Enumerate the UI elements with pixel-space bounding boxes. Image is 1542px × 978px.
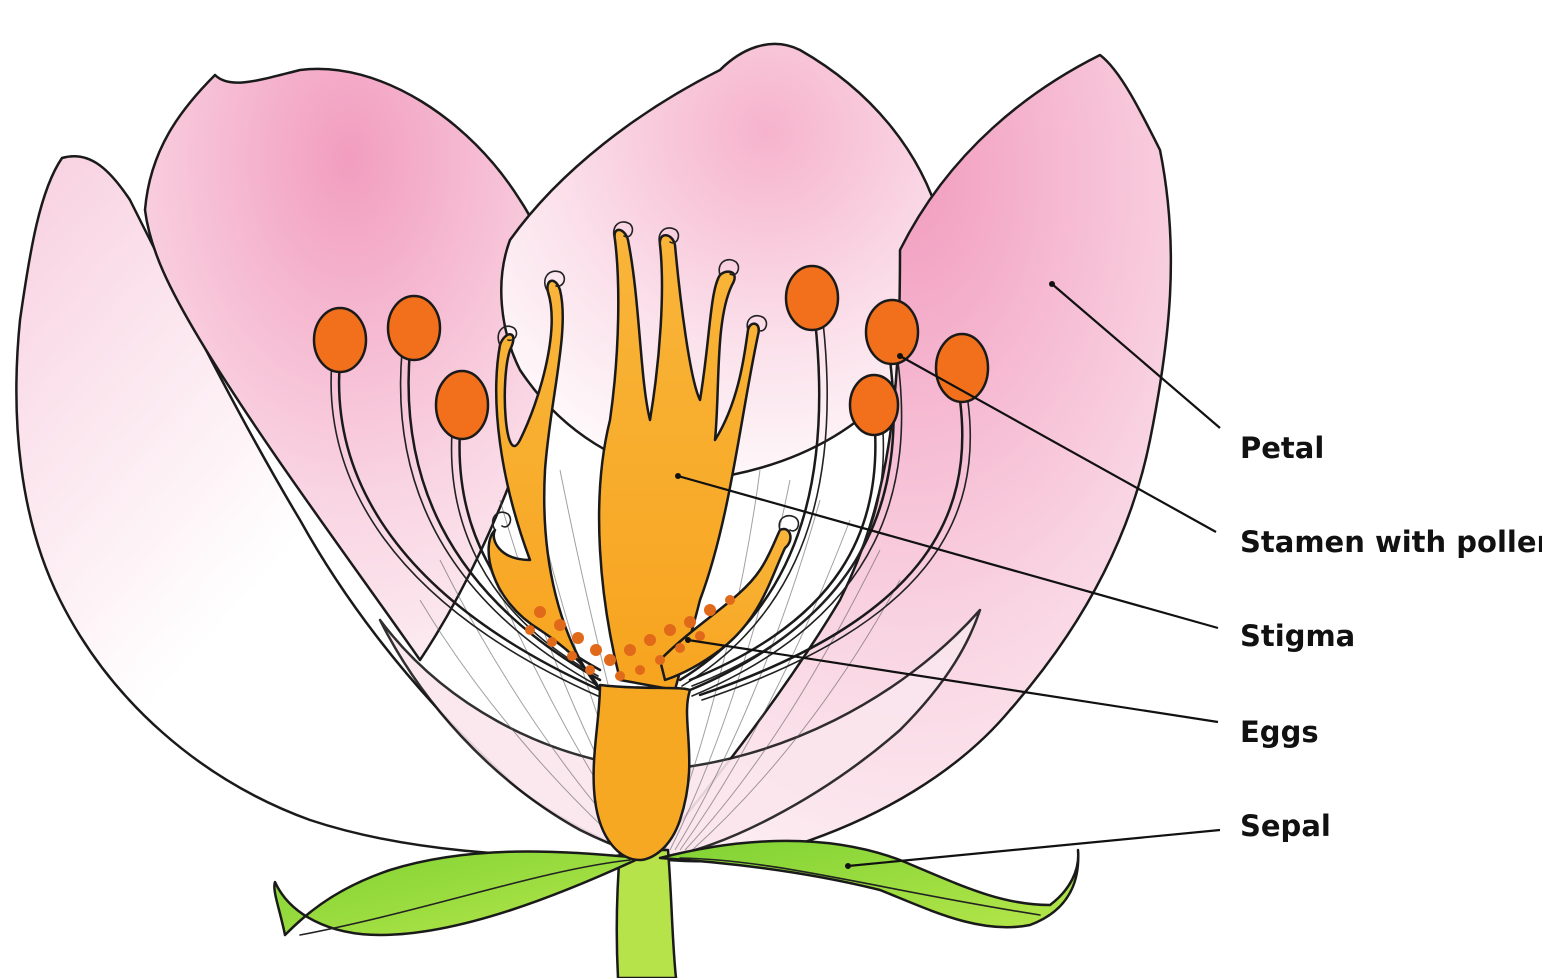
label-petal: Petal	[1240, 431, 1324, 465]
anther	[934, 332, 990, 404]
leader-petal	[1051, 283, 1221, 429]
petal-group	[15, 42, 1173, 863]
leader-sepal	[847, 828, 1221, 868]
label-stamen: Stamen with pollen	[1240, 525, 1542, 559]
leader-eggs	[687, 638, 1219, 724]
petal-right	[648, 53, 1173, 863]
leader-stamen	[899, 355, 1217, 533]
leader-dot-sepal	[845, 863, 851, 869]
sepal-group	[273, 839, 1080, 937]
leader-dot-stamen	[897, 353, 903, 359]
anther	[848, 373, 900, 437]
sepal-left	[273, 850, 642, 937]
leader-dot-petal	[1049, 281, 1055, 287]
stamen-filaments	[330, 318, 972, 701]
label-stigma: Stigma	[1240, 619, 1355, 653]
stem	[615, 848, 678, 978]
leader-dot-eggs	[685, 637, 691, 643]
leader-lines	[675, 281, 1221, 869]
stigma-lobes-center	[597, 228, 761, 692]
stigma-tips	[491, 221, 800, 532]
ovary	[592, 683, 692, 862]
anther	[312, 306, 368, 374]
label-eggs: Eggs	[1240, 715, 1319, 749]
leader-dot-stigma	[675, 473, 681, 479]
anthers	[312, 264, 990, 441]
stigma-lobes	[487, 279, 602, 692]
sepal-midrib-right	[679, 857, 1041, 916]
stigma-arm-right	[658, 527, 792, 682]
labels: Petal Stamen with pollen Stigma Eggs Sep…	[1240, 431, 1542, 843]
anther	[386, 294, 442, 362]
anther	[434, 369, 490, 441]
pistil	[487, 228, 792, 862]
egg-dots	[525, 595, 735, 681]
sepal-midrib-left	[299, 859, 631, 936]
anther	[864, 298, 920, 366]
label-sepal: Sepal	[1240, 809, 1331, 843]
leader-stigma	[677, 474, 1219, 630]
anther	[784, 264, 840, 332]
